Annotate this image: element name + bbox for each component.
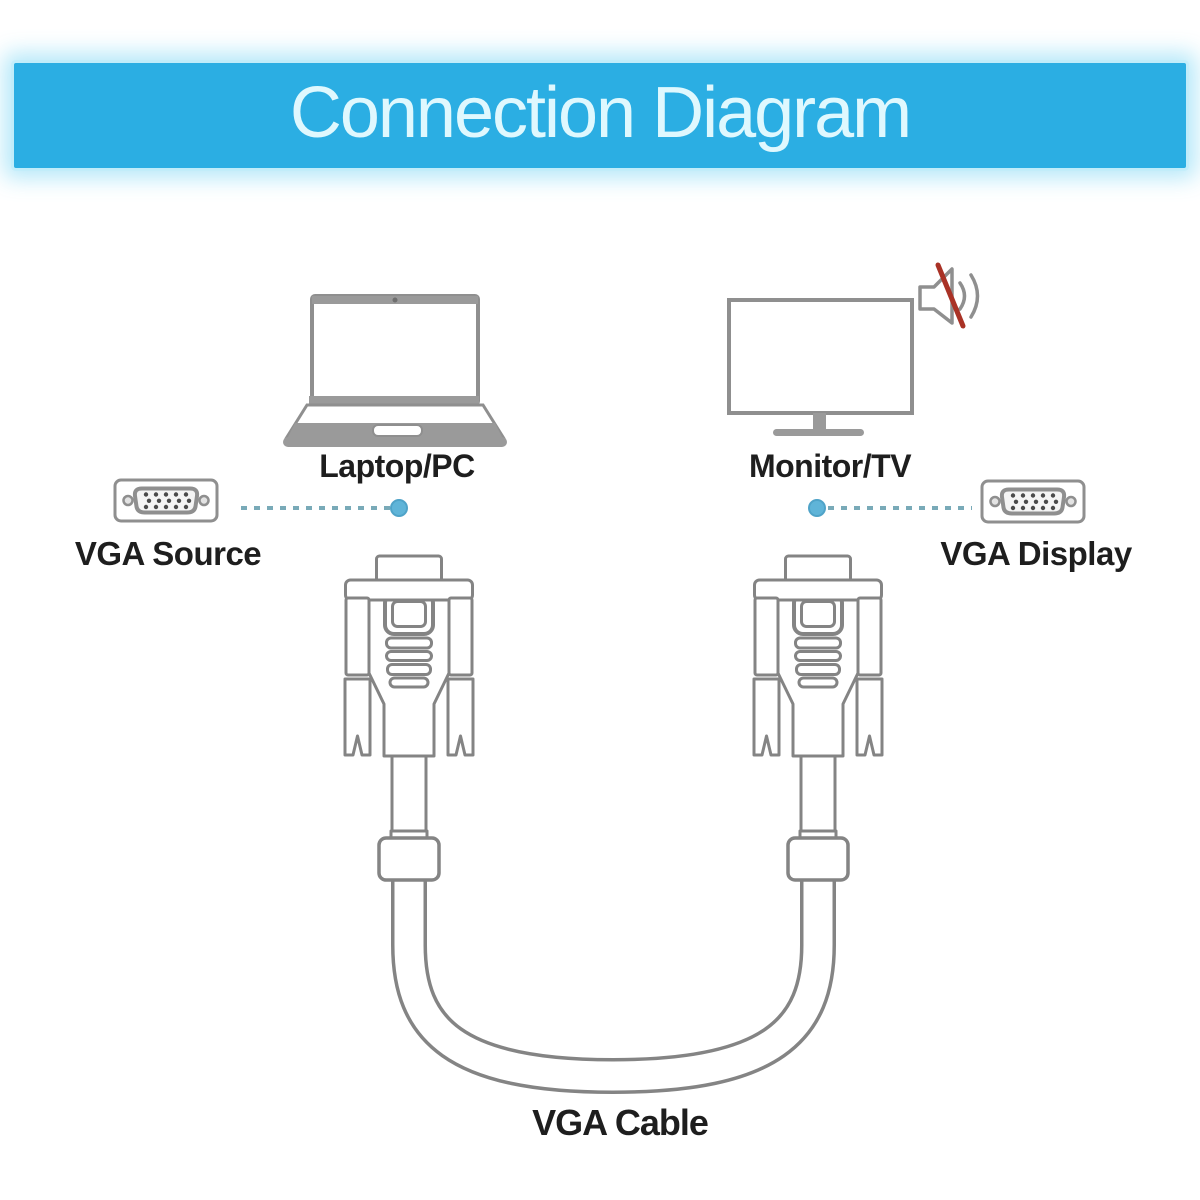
connection-endpoint-dot: [390, 499, 408, 517]
vga-cable-label: VGA Cable: [532, 1102, 709, 1143]
vga-display-label: VGA Display: [940, 535, 1132, 572]
dotted-connection-right: [808, 499, 972, 517]
vga-source-label: VGA Source: [74, 535, 262, 572]
vga-display-port-icon: [980, 479, 1086, 524]
vga-source-port-icon: [113, 478, 219, 523]
monitor-icon: [727, 298, 914, 436]
page-title: Connection Diagram: [289, 72, 912, 153]
cable-core: [394, 870, 833, 1091]
monitor-label: Monitor/TV: [748, 448, 912, 484]
vga-plug-right: [752, 554, 884, 882]
laptop-icon: [283, 294, 507, 447]
vga-plug-left: [343, 554, 475, 882]
mute-slash: [935, 262, 966, 329]
dotted-connection-left: [241, 499, 408, 517]
laptop-label: Laptop/PC: [319, 448, 475, 484]
muted-speaker-icon: [918, 262, 980, 329]
vga-cable-illustration: [343, 554, 884, 1095]
title-banner: Connection Diagram: [14, 63, 1186, 168]
connection-endpoint-dot: [808, 499, 826, 517]
